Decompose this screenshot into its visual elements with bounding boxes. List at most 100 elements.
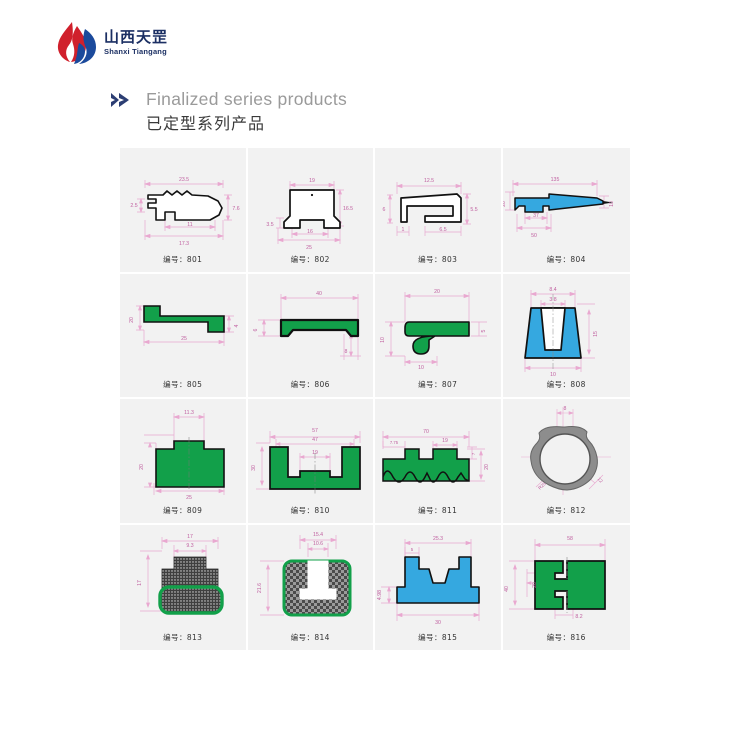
dim-label: 11 [187,222,192,228]
dim-label: 20 [129,317,135,323]
dim-label: 12 [596,476,603,483]
dim-label: 16.5 [342,206,352,212]
product-cell-803[interactable]: 12.5 6 5.5 1 6.5 编号：803 [375,148,503,274]
product-cell-813[interactable]: 17 9.3 17 编号：813 [120,524,248,651]
profile-drawing-802: 19 16.5 3.5 16 25 [248,148,374,272]
dim-label: 23.5 [179,177,189,183]
dim-label: 3.8 [549,297,556,303]
profile-drawing-806: 40 6 8 [248,274,374,398]
product-caption: 编号：802 [290,254,330,264]
dim-label: 6 [383,207,386,213]
dim-label: 30 [251,465,257,471]
dim-label: 4.98 [377,589,383,599]
product-cell-810[interactable]: 57 47 19 30 编号：810 [247,399,375,525]
dim-label: 20 [532,582,538,588]
dim-label: 9.3 [186,543,193,549]
dim-label: 17 [187,534,193,540]
page-title: Finalized series products 已定型系列产品 [110,88,347,135]
product-cell-816[interactable]: 58 20 40 8.2 编号：816 [502,524,631,651]
product-cell-805[interactable]: 20 4 25 编号：805 [120,273,248,399]
product-cell-809[interactable]: 11.3 20 25 编号：809 [120,399,248,525]
dim-label: 10 [609,201,615,207]
title-english: Finalized series products [146,89,348,109]
dim-label: 5.5 [470,207,477,213]
product-grid: 23.5 2.5 7.6 11 17.3 编号：801 [120,148,630,650]
double-chevron-right-icon [110,93,132,107]
profile-drawing-814: 15.4 10.6 21.6 [248,525,374,651]
dim-label: 25 [186,495,192,501]
profile-drawing-805: 20 4 25 [120,274,246,398]
dim-label: 6.5 [439,227,446,233]
dim-label: 30 [435,620,441,626]
product-cell-811[interactable]: 70 7.75 19 7 20 编号：811 [375,399,503,525]
profile-drawing-813: 17 9.3 17 [120,525,246,651]
dim-label: 12.5 [424,178,434,184]
product-cell-802[interactable]: 19 16.5 3.5 16 25 编号：802 [247,148,375,274]
profile-drawing-816: 58 20 40 8.2 [503,525,631,651]
dim-label: 1 [402,227,405,233]
dim-label: 4 [234,324,240,327]
product-cell-808[interactable]: 8.4 3.8 10 15 编号：808 [502,273,631,399]
product-caption: 编号：806 [290,380,330,389]
product-caption: 编号：814 [290,633,330,642]
dim-label: 25 [306,245,312,251]
product-caption: 编号：813 [163,633,203,642]
dim-label: 40 [316,291,322,297]
profile-drawing-808: 8.4 3.8 10 15 [503,274,631,398]
dim-label: 7 [471,452,476,455]
flame-logo-icon [52,19,98,67]
dim-label: 37 [533,213,539,219]
dim-label: 17.3 [179,241,189,247]
dim-label: 10 [380,337,386,343]
dim-label: 20 [503,201,507,207]
dim-label: 21.6 [257,582,263,592]
product-cell-812[interactable]: 8 R25 12 编号：812 [502,399,630,525]
profile-drawing-801: 23.5 2.5 7.6 11 17.3 [120,148,246,272]
dim-label: 17 [137,580,143,586]
dim-label: 10.6 [312,541,322,547]
dim-label: 3.5 [266,222,273,228]
profile-drawing-809: 11.3 20 25 [120,399,246,523]
product-caption: 编号：804 [546,254,586,264]
product-caption: 编号：815 [418,633,458,642]
profile-drawing-807: 20 10 10 5 [375,274,501,398]
dim-label: 7.6 [232,206,239,212]
product-caption: 编号：808 [546,380,586,389]
logo-text-en: Shanxi Tiangang [104,46,167,56]
product-caption: 编号：809 [163,505,203,515]
dim-label: 19 [309,178,315,184]
dim-label: 25 [181,336,187,342]
profile-drawing-803: 12.5 6 5.5 1 6.5 [375,148,501,272]
dim-label: 10 [550,372,556,378]
dim-label: 15 [593,331,599,337]
dim-label: 70 [423,429,429,435]
dim-label: 6 [253,328,259,331]
product-cell-814[interactable]: 15.4 10.6 21.6 编号：814 [247,524,375,651]
product-caption: 编号：805 [163,380,203,389]
product-caption: 编号：807 [418,380,458,389]
product-caption: 编号：811 [418,505,458,515]
dim-label: 5 [411,547,414,552]
dim-label: 25.3 [433,536,443,542]
product-cell-806[interactable]: 40 6 8 编号：806 [247,273,375,399]
dim-label: 11.3 [184,410,194,416]
dim-label: 2.5 [130,203,137,209]
dim-label: 40 [504,586,510,592]
dim-label: 57 [312,428,318,434]
logo-text-cn: 山西天罡 [104,28,169,47]
profile-drawing-804: 135 20 37 50 10 [503,148,631,272]
dim-label: 50 [531,233,537,239]
dim-label: 10 [418,365,424,371]
dim-label: R25 [537,481,547,491]
dim-label: 8.2 [575,614,582,620]
dim-label: 19 [442,438,448,444]
company-logo: 山西天罡 Shanxi Tiangang [52,16,372,70]
dim-label: 20 [139,464,145,470]
title-chinese: 已定型系列产品 [146,114,266,133]
product-cell-807[interactable]: 20 10 10 5 编号：807 [375,273,503,399]
product-cell-801[interactable]: 23.5 2.5 7.6 11 17.3 编号：801 [120,148,248,274]
profile-drawing-811: 70 7.75 19 7 20 [375,399,501,523]
product-cell-804[interactable]: 135 20 37 50 10 编号：804 [502,148,631,274]
product-cell-815[interactable]: 25.3 5 4.98 30 编号：815 [375,524,503,650]
product-caption: 编号：812 [546,505,586,515]
